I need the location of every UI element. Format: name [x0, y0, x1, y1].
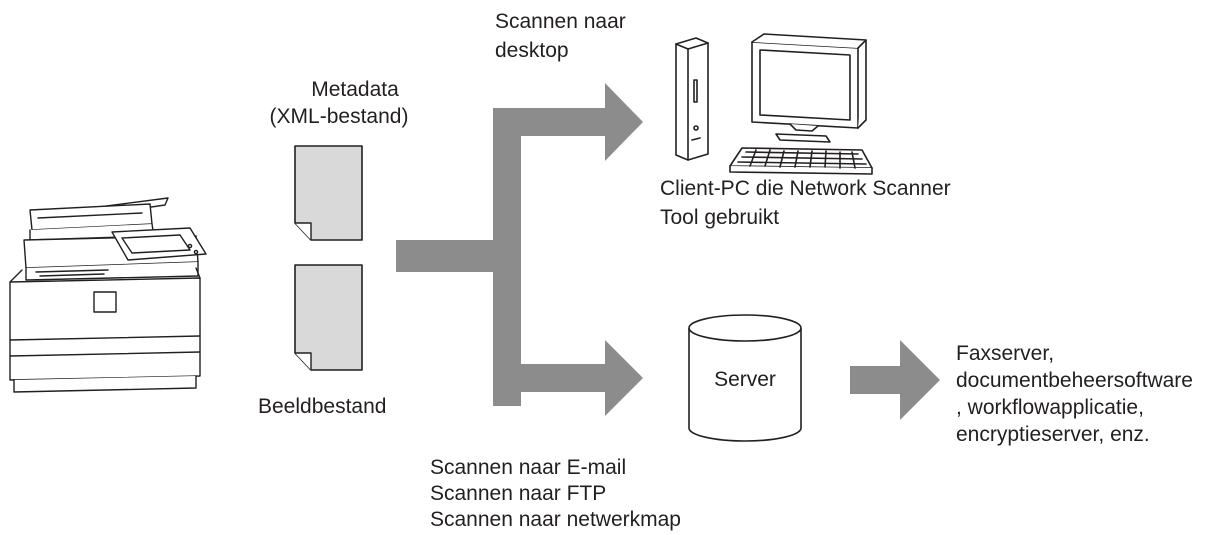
scan-desktop-label-line2: desktop: [495, 39, 569, 62]
scan-ftp-label: Scannen naar FTP: [430, 482, 607, 505]
destinations-label-line3: , workflowapplicatie,: [956, 396, 1144, 419]
image-file-label: Beeldbestand: [258, 395, 387, 418]
arrow-to-server: [493, 340, 643, 416]
scan-desktop-label-line1: Scannen naar: [495, 10, 626, 33]
server-label: Server: [714, 368, 776, 391]
destinations-label-line1: Faxserver,: [956, 342, 1055, 365]
image-document-icon: [294, 264, 363, 371]
desktop-computer-icon: [675, 33, 873, 175]
metadata-document-icon: [294, 145, 363, 241]
scan-folder-label: Scannen naar netwerkmap: [430, 508, 681, 531]
metadata-label-line2: (XML-bestand): [269, 105, 409, 128]
database-cylinder-icon: [688, 314, 802, 442]
flow-branch-vertical: [493, 108, 521, 406]
arrow-to-client-pc: [493, 83, 643, 161]
scan-email-label: Scannen naar E-mail: [430, 456, 627, 479]
destinations-label-line2: documentbeheersoftware: [956, 369, 1193, 392]
flow-arrows: [396, 83, 940, 420]
metadata-label-line1: Metadata: [311, 78, 399, 101]
client-pc-label-line1: Client-PC die Network Scanner: [660, 177, 951, 200]
arrow-to-destinations: [850, 340, 940, 420]
client-pc-label-line2: Tool gebruikt: [660, 206, 780, 229]
multifunction-printer-icon: [9, 197, 207, 393]
destinations-label-line4: encryptieserver, enz.: [956, 423, 1150, 446]
